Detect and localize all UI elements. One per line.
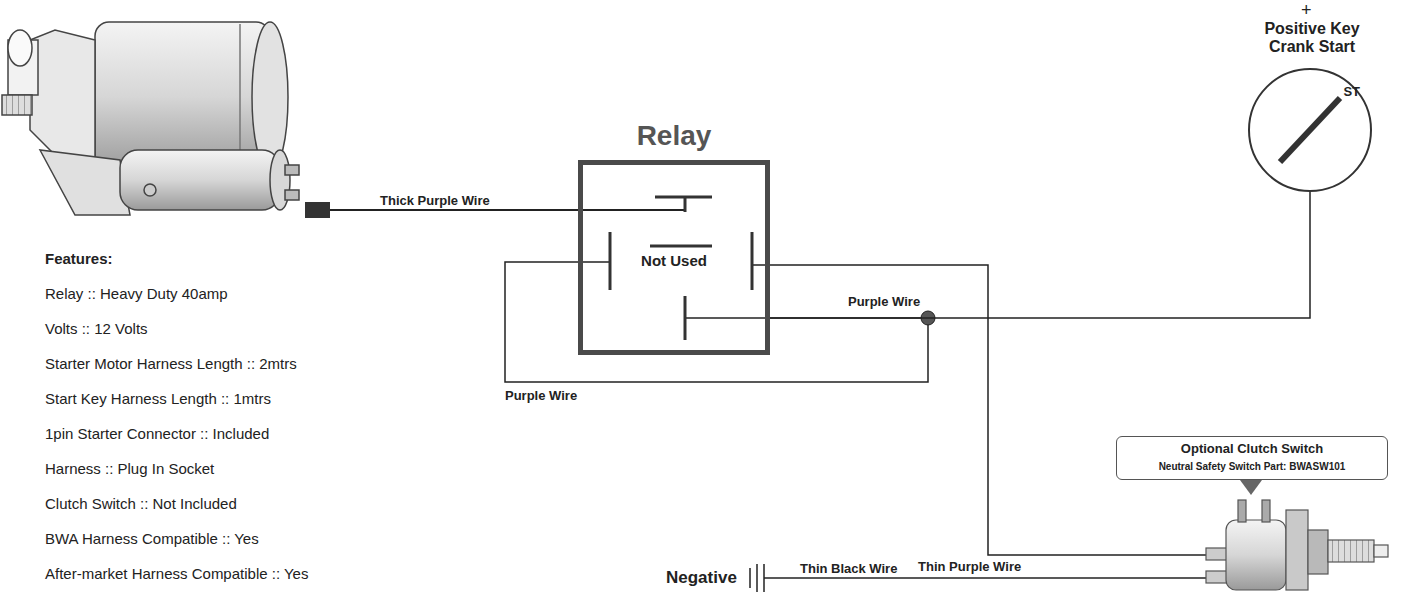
clutch-switch: [1206, 500, 1388, 590]
feature-item: Clutch Switch :: Not Included: [45, 495, 237, 512]
feature-item: Harness :: Plug In Socket: [45, 460, 214, 477]
wire-label: Thick Purple Wire: [380, 193, 490, 208]
feature-item: Starter Motor Harness Length :: 2mtrs: [45, 355, 297, 372]
key-switch: Positive Key Crank StartST: [1248, 68, 1372, 192]
wire-label: Thin Purple Wire: [918, 559, 1021, 574]
polarity-sign: +: [1301, 0, 1312, 20]
wire-label: Purple Wire: [848, 294, 920, 309]
pin-note: Not Used: [583, 252, 765, 269]
key-lever: [1280, 98, 1340, 162]
wires: [330, 210, 1210, 578]
feature-item: Volts :: 12 Volts: [45, 320, 148, 337]
feature-item: Relay :: Heavy Duty 40amp: [45, 285, 228, 302]
switch-position: ST: [1343, 84, 1360, 99]
ground-symbol: [750, 564, 764, 592]
switch-title: Positive Key Crank Start: [1242, 20, 1382, 56]
starter-motor: [2, 22, 299, 215]
wire-label: Thin Black Wire: [800, 561, 897, 576]
callout-title: Optional Clutch Switch: [1117, 441, 1387, 456]
relay-box: RelayNot Used: [578, 160, 770, 355]
feature-item: 1pin Starter Connector :: Included: [45, 425, 269, 442]
feature-item: After-market Harness Compatible :: Yes: [45, 565, 308, 582]
starter-connector: [305, 202, 330, 218]
callout-box: Optional Clutch SwitchNeutral Safety Swi…: [1116, 436, 1388, 480]
wire-label: Purple Wire: [505, 388, 577, 403]
features-heading: Features:: [45, 250, 113, 267]
feature-item: Start Key Harness Length :: 1mtrs: [45, 390, 271, 407]
callout-pointer: [1240, 480, 1262, 495]
relay-title: Relay: [583, 120, 765, 152]
wire-connector: [770, 192, 1310, 318]
ground-label: Negative: [666, 568, 737, 587]
feature-item: BWA Harness Compatible :: Yes: [45, 530, 259, 547]
part-number: Neutral Safety Switch Part: BWASW101: [1117, 461, 1387, 472]
